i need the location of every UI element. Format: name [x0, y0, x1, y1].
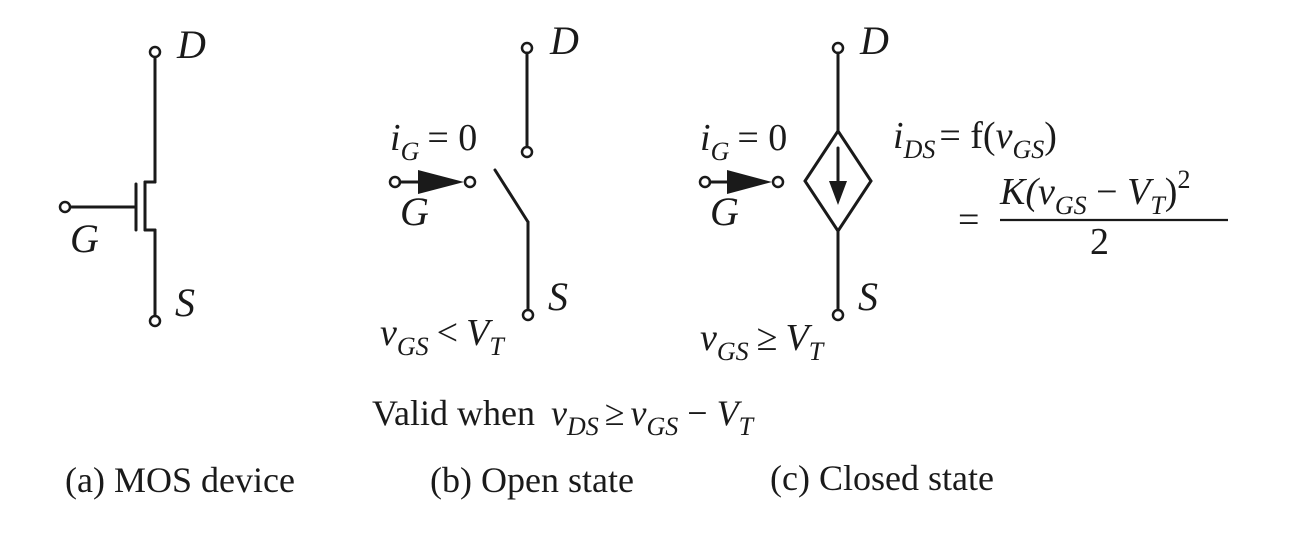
condition-sub-c: GS — [717, 337, 749, 366]
gate-end-b — [463, 175, 477, 189]
validity-rhs-var: v — [631, 393, 647, 433]
drain-label-c: D — [859, 18, 889, 63]
condition-c: vGS ≥VT — [700, 317, 825, 366]
panel-a-mos-device: D G S (a) MOS device — [58, 22, 295, 500]
gate-current-var-b: i — [390, 117, 401, 159]
condition-var-b: v — [380, 312, 397, 354]
gate-label-b: G — [400, 189, 429, 234]
numerator-exponent: 2 — [1177, 165, 1190, 194]
condition-rhs-c: V — [786, 317, 813, 359]
gate-current-rel-b: = 0 — [427, 117, 477, 159]
condition-rhs-b: V — [466, 312, 493, 354]
panel-b-open-state: D G S iG= 0 vGS<VT (b) Open state — [380, 18, 634, 500]
validity-rhs-sub: GS — [646, 412, 678, 441]
source-label-b: S — [548, 274, 568, 319]
gate-current-eq-b: iG= 0 — [390, 117, 477, 166]
condition-rel-b: < — [437, 312, 458, 354]
numerator-sub: GS — [1055, 191, 1087, 220]
validity-prefix: Valid when — [372, 393, 535, 433]
drain-label-a: D — [176, 22, 206, 67]
numerator-vt: V — [1127, 171, 1154, 213]
gate-current-eq-c: iG= 0 — [700, 117, 787, 166]
gate-label-c: G — [710, 189, 739, 234]
drain-current-var: i — [893, 115, 904, 157]
validity-sub: DS — [566, 412, 599, 441]
drain-label-b: D — [549, 18, 579, 63]
drain-current-arg-var: v — [996, 115, 1013, 157]
source-label-a: S — [175, 280, 195, 325]
source-terminal-a — [148, 314, 162, 328]
numerator-close: ) — [1165, 171, 1178, 213]
gate-current-arrow-b — [418, 170, 464, 194]
numerator-minus: − — [1087, 171, 1127, 213]
drain-current-func: = f( — [939, 115, 995, 157]
switch-blade-b — [493, 168, 530, 224]
numerator-vt-sub: T — [1150, 191, 1166, 220]
gate-current-rel-c: = 0 — [737, 117, 787, 159]
panel-c-closed-state: D G S iG= 0 vGS≥VT iDS= f(vGS) = K(vGS −… — [698, 18, 1228, 498]
switch-contact-b — [520, 145, 534, 159]
source-terminal-c — [831, 308, 845, 322]
condition-rhs-sub-b: T — [489, 332, 505, 361]
drain-current-close: ) — [1044, 115, 1057, 157]
gate-current-sub-b: G — [401, 137, 420, 166]
validity-rel: ≥ — [605, 393, 625, 433]
condition-b: vGS <VT — [380, 312, 505, 361]
equals-sign-2: = — [958, 199, 979, 241]
gate-current-var-c: i — [700, 117, 711, 159]
drain-current-eq-c: iDS= f(vGS) — [893, 115, 1057, 164]
gate-end-c — [771, 175, 785, 189]
gate-terminal-a — [58, 200, 72, 214]
caption-c: (c) Closed state — [770, 458, 994, 498]
fraction-numerator: K(vGS − VT)2 — [999, 165, 1190, 220]
gate-label-a: G — [70, 216, 99, 261]
condition-rel-c: ≥ — [757, 317, 778, 359]
fraction-denominator: 2 — [1090, 221, 1109, 263]
drain-current-arg-sub: GS — [1012, 135, 1044, 164]
gate-current-sub-c: G — [711, 137, 730, 166]
drain-terminal-a — [148, 45, 162, 59]
condition-var-c: v — [700, 317, 717, 359]
source-label-c: S — [858, 274, 878, 319]
source-current-arrow-c — [829, 181, 847, 205]
numerator-var: v — [1038, 171, 1055, 213]
validity-minus: − — [678, 393, 716, 433]
validity-var: v — [551, 393, 567, 433]
source-terminal-b — [521, 308, 535, 322]
gate-current-arrow-c — [727, 170, 772, 194]
condition-sub-b: GS — [397, 332, 429, 361]
drain-current-sub: DS — [903, 135, 936, 164]
caption-b: (b) Open state — [430, 460, 634, 500]
validity-vt: V — [717, 393, 743, 433]
condition-rhs-sub-c: T — [809, 337, 825, 366]
validity-vt-sub: T — [739, 412, 755, 441]
caption-a: (a) MOS device — [65, 460, 295, 500]
numerator-k: K( — [999, 171, 1040, 213]
